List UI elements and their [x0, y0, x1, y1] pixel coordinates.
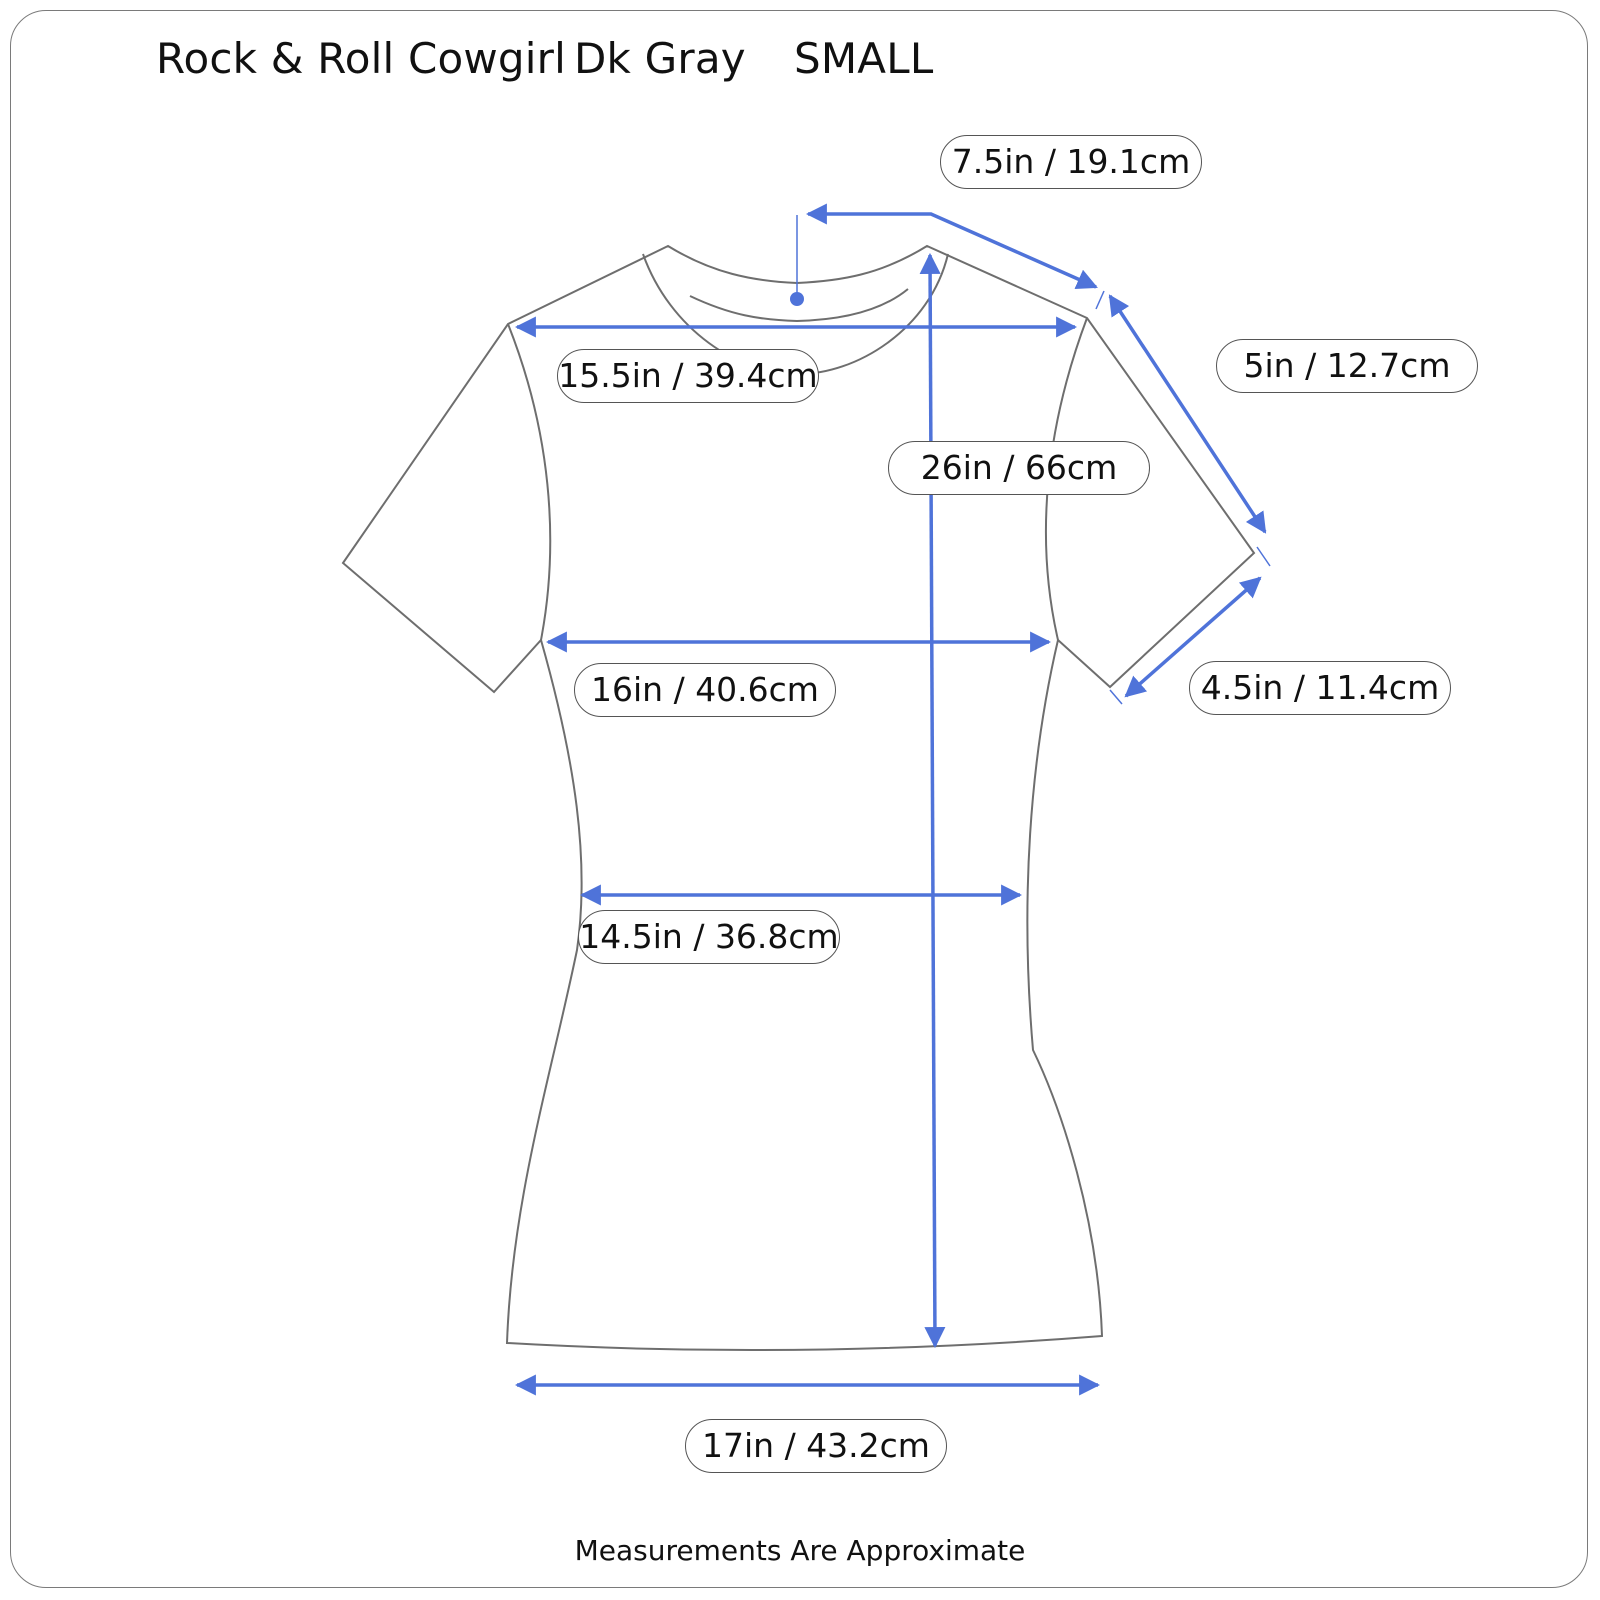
hem-measurement-label: 17in / 43.2cm — [685, 1419, 947, 1473]
shirt-body-outline — [341, 244, 1256, 1352]
shoulder-measurement-label: 7.5in / 19.1cm — [940, 135, 1202, 189]
neck-point — [790, 292, 804, 306]
sleeve-length-arrow — [1108, 294, 1267, 534]
sleeve-opening-measurement-label: 4.5in / 11.4cm — [1189, 661, 1451, 715]
product-title: Rock & Roll Cowgirl — [156, 34, 566, 83]
bust-measurement-label: 16in / 40.6cm — [574, 663, 836, 717]
shoulder-tick — [1095, 290, 1105, 310]
sleeve-opening-tick — [1109, 689, 1123, 705]
sleeve-tick — [1256, 546, 1271, 567]
product-size: SMALL — [794, 34, 934, 83]
shirt-left-armhole — [507, 323, 552, 641]
waist-measurement-label: 14.5in / 36.8cm — [578, 910, 840, 964]
product-color: Dk Gray — [574, 34, 746, 83]
sleeve-length-measurement-label: 5in / 12.7cm — [1216, 339, 1478, 393]
diagram-frame — [10, 10, 1588, 1588]
shoulder-arrow — [805, 203, 1098, 289]
sleeve-opening-arrow — [1124, 576, 1262, 698]
approximate-note: Measurements Are Approximate — [574, 1534, 1026, 1567]
body-length-measurement-label: 26in / 66cm — [888, 441, 1150, 495]
body-length-arrow — [919, 252, 946, 1349]
chest-measurement-label: 15.5in / 39.4cm — [557, 349, 819, 403]
measurement-arrows — [514, 203, 1271, 1396]
shirt-outline — [341, 244, 1256, 1352]
